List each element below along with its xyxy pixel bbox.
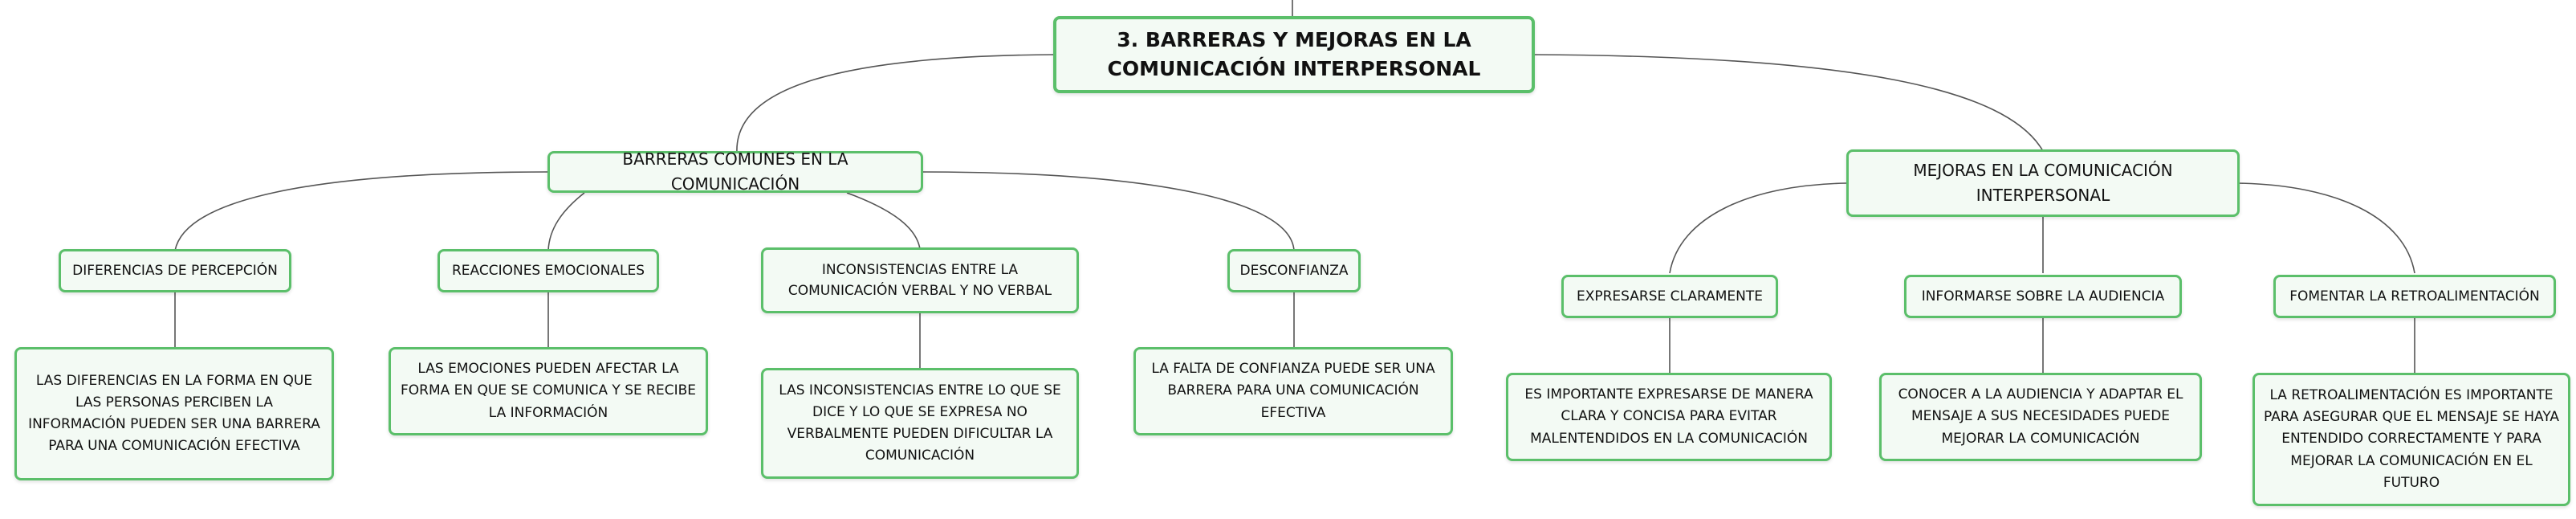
detail-reacciones-emocionales[interactable]: LAS EMOCIONES PUEDEN AFECTAR LA FORMA EN…	[389, 347, 708, 435]
detail-informarse-audiencia[interactable]: CONOCER A LA AUDIENCIA Y ADAPTAR EL MENS…	[1879, 373, 2202, 461]
root-topic[interactable]: 3. BARRERAS Y MEJORAS EN LA COMUNICACIÓN…	[1053, 16, 1535, 93]
branch-mejoras-label: MEJORAS EN LA COMUNICACIÓN INTERPERSONAL	[1913, 161, 2173, 205]
subtopic-label: DESCONFIANZA	[1239, 262, 1349, 279]
connector-barreras-emocionales	[547, 192, 585, 251]
detail-fomentar-retroalimentacion[interactable]: LA RETROALIMENTACIÓN ES IMPORTANTE PARA …	[2252, 373, 2570, 506]
detail-inconsistencias[interactable]: LAS INCONSISTENCIAS ENTRE LO QUE SE DICE…	[761, 368, 1079, 479]
connector-root-mejoras	[1532, 54, 2044, 152]
subtopic-diferencias-percepcion[interactable]: DIFERENCIAS DE PERCEPCIÓN	[59, 249, 291, 292]
subtopic-label: REACCIONES EMOCIONALES	[451, 262, 645, 279]
root-topic-label: 3. BARRERAS Y MEJORAS EN LA COMUNICACIÓN…	[1107, 27, 1481, 80]
detail-text: LA FALTA DE CONFIANZA PUEDE SER UNA BARR…	[1151, 361, 1435, 421]
subtopic-desconfianza[interactable]: DESCONFIANZA	[1227, 249, 1361, 292]
detail-diferencias-percepcion[interactable]: LAS DIFERENCIAS EN LA FORMA EN QUE LAS P…	[14, 347, 334, 480]
detail-text: LAS INCONSISTENCIAS ENTRE LO QUE SE DICE…	[779, 382, 1061, 464]
branch-barreras[interactable]: BARRERAS COMUNES EN LA COMUNICACIÓN	[547, 149, 923, 194]
subtopic-expresarse-claramente[interactable]: EXPRESARSE CLARAMENTE	[1561, 275, 1778, 318]
detail-text: ES IMPORTANTE EXPRESARSE DE MANERA CLARA…	[1524, 386, 1813, 447]
connector-mejoras-retro	[2237, 182, 2415, 274]
connector-barreras-desconfianza	[921, 171, 1295, 251]
subtopic-label: DIFERENCIAS DE PERCEPCIÓN	[72, 262, 278, 279]
connector-root-barreras	[736, 54, 1054, 153]
subtopic-label: INCONSISTENCIAS ENTRE LA COMUNICACIÓN VE…	[787, 261, 1052, 299]
subtopic-fomentar-retroalimentacion[interactable]: FOMENTAR LA RETROALIMENTACIÓN	[2273, 275, 2556, 318]
detail-text: LA RETROALIMENTACIÓN ES IMPORTANTE PARA …	[2263, 387, 2560, 491]
subtopic-label: INFORMARSE SOBRE LA AUDIENCIA	[1921, 288, 2165, 304]
detail-desconfianza[interactable]: LA FALTA DE CONFIANZA PUEDE SER UNA BARR…	[1133, 347, 1453, 435]
subtopic-label: EXPRESARSE CLARAMENTE	[1576, 288, 1764, 304]
connector-barreras-inconsistencias	[846, 192, 921, 250]
subtopic-reacciones-emocionales[interactable]: REACCIONES EMOCIONALES	[437, 249, 659, 292]
subtopic-inconsistencias[interactable]: INCONSISTENCIAS ENTRE LA COMUNICACIÓN VE…	[761, 247, 1079, 313]
detail-text: LAS DIFERENCIAS EN LA FORMA EN QUE LAS P…	[28, 372, 320, 455]
subtopic-label: FOMENTAR LA RETROALIMENTACIÓN	[2289, 288, 2540, 304]
subtopic-informarse-audiencia[interactable]: INFORMARSE SOBRE LA AUDIENCIA	[1904, 275, 2182, 318]
branch-barreras-label: BARRERAS COMUNES EN LA COMUNICACIÓN	[622, 149, 848, 194]
detail-text: CONOCER A LA AUDIENCIA Y ADAPTAR EL MENS…	[1898, 386, 2183, 447]
detail-text: LAS EMOCIONES PUEDEN AFECTAR LA FORMA EN…	[401, 361, 696, 421]
detail-expresarse-claramente[interactable]: ES IMPORTANTE EXPRESARSE DE MANERA CLARA…	[1506, 373, 1832, 461]
connector-barreras-percepcion	[174, 171, 548, 251]
branch-mejoras[interactable]: MEJORAS EN LA COMUNICACIÓN INTERPERSONAL	[1846, 149, 2240, 217]
connector-mejoras-expresarse	[1669, 182, 1847, 274]
